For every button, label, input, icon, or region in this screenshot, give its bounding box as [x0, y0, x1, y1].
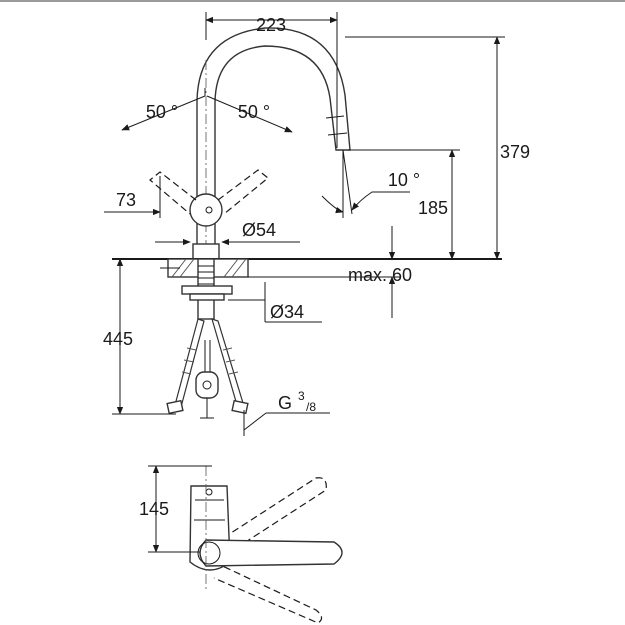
- label-145: 145: [139, 499, 169, 519]
- handle-swing-right: [217, 169, 269, 215]
- label-185: 185: [418, 198, 448, 218]
- label-73: 73: [116, 190, 136, 210]
- lever-swing-up: [213, 477, 327, 557]
- label-379: 379: [500, 142, 530, 162]
- top-view: [148, 465, 343, 624]
- label-dia-34: Ø34: [270, 302, 304, 322]
- label-thread-sub: /8: [306, 400, 316, 414]
- label-max-60: max. 60: [348, 265, 412, 285]
- label-223: 223: [256, 15, 286, 35]
- label-445: 445: [103, 329, 133, 349]
- hose-weight: [195, 371, 219, 399]
- label-thread-sup: 3: [298, 389, 305, 403]
- lever-solid: [199, 539, 343, 567]
- label-angle-right: 50 °: [238, 102, 270, 122]
- label-10-degree: 10 °: [388, 170, 420, 190]
- front-view: [104, 12, 505, 436]
- label-dia-54: Ø54: [242, 220, 276, 240]
- handle-swing-left: [149, 171, 197, 215]
- label-angle-left: 50 °: [146, 102, 178, 122]
- label-thread-g: G: [278, 393, 292, 413]
- lever-swing-down: [213, 561, 323, 624]
